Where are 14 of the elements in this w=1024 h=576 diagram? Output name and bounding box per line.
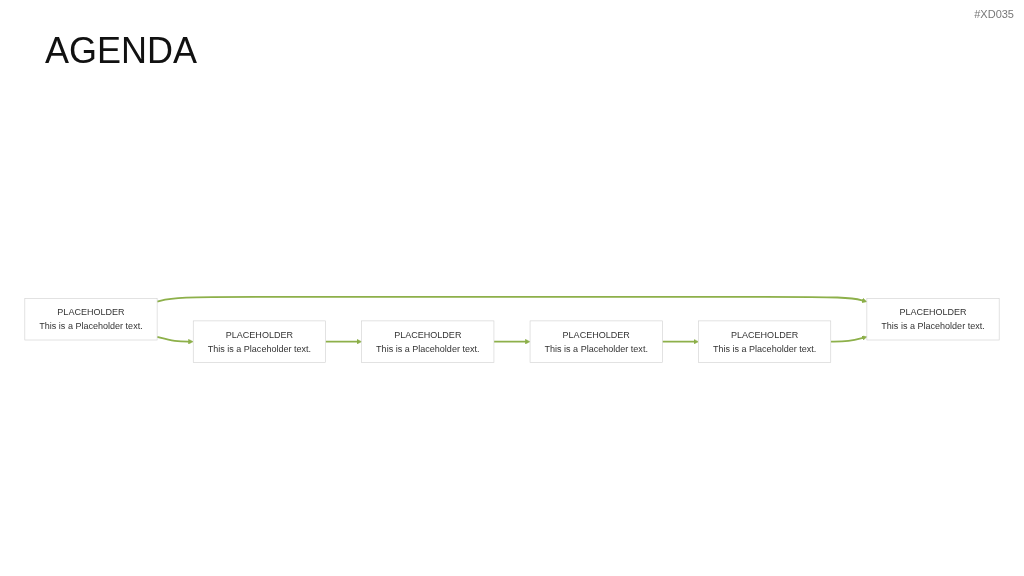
node-box: PLACEHOLDER This is a Placeholder text. [24,298,158,341]
title: AGENDA [45,30,198,72]
slide-code: #XD035 [974,8,1014,20]
node-box: PLACEHOLDER This is a Placeholder text. [361,320,495,364]
arrow [829,335,868,343]
arrow [156,296,868,304]
arrow [156,336,194,345]
node-box: PLACEHOLDER This is a Placeholder text. [529,320,663,364]
node-box: PLACEHOLDER This is a Placeholder text. [698,320,832,364]
node-box: PLACEHOLDER This is a Placeholder text. [192,320,326,364]
node-box: PLACEHOLDER This is a Placeholder text. [866,298,1000,341]
arrow [661,339,699,345]
arrow [324,339,362,345]
arrow [493,339,531,345]
